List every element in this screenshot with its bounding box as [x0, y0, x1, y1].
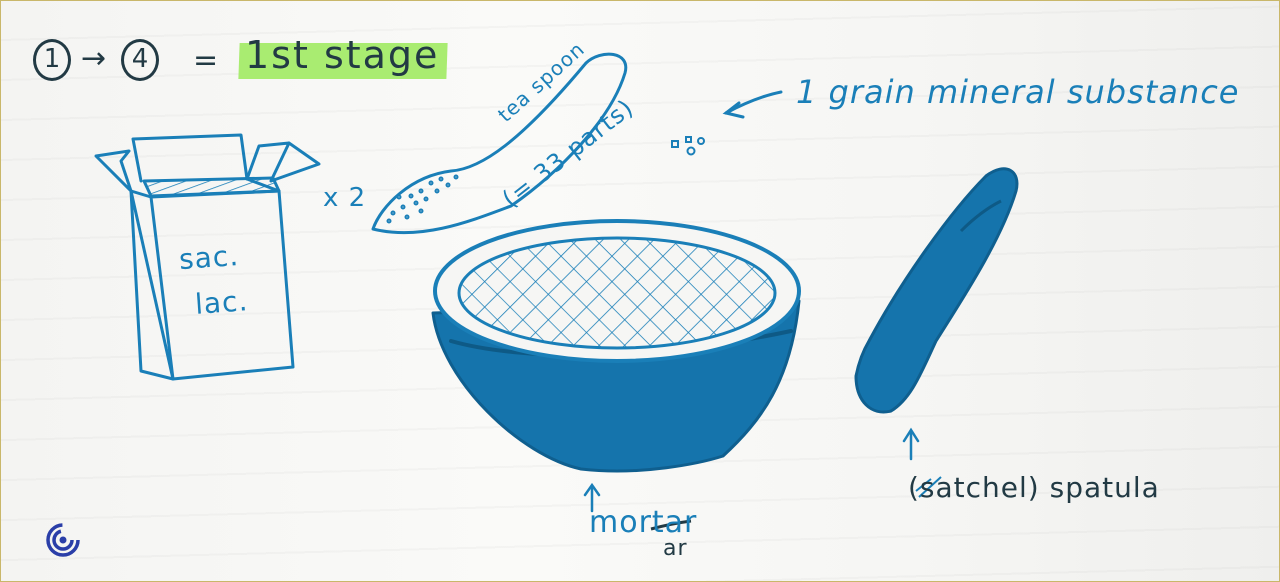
- multiplier-label: x 2: [323, 183, 366, 213]
- spiral-logo-icon: [45, 522, 81, 558]
- box-label-line2: lac.: [194, 284, 249, 321]
- mineral-grains-drawing: [672, 137, 704, 155]
- mineral-label: 1 grain mineral substance: [796, 73, 1239, 111]
- pestle-caption: (satchel) spatula: [908, 471, 1160, 504]
- mortar-caption: mortar: [589, 505, 697, 540]
- mortar-correction: ar: [663, 536, 688, 561]
- pestle-caption-arrow: [904, 430, 918, 459]
- mineral-arrow: [726, 92, 781, 113]
- box-label-line1: sac.: [178, 239, 240, 276]
- pestle-drawing: [856, 169, 1017, 412]
- mortar-drawing: [433, 221, 799, 471]
